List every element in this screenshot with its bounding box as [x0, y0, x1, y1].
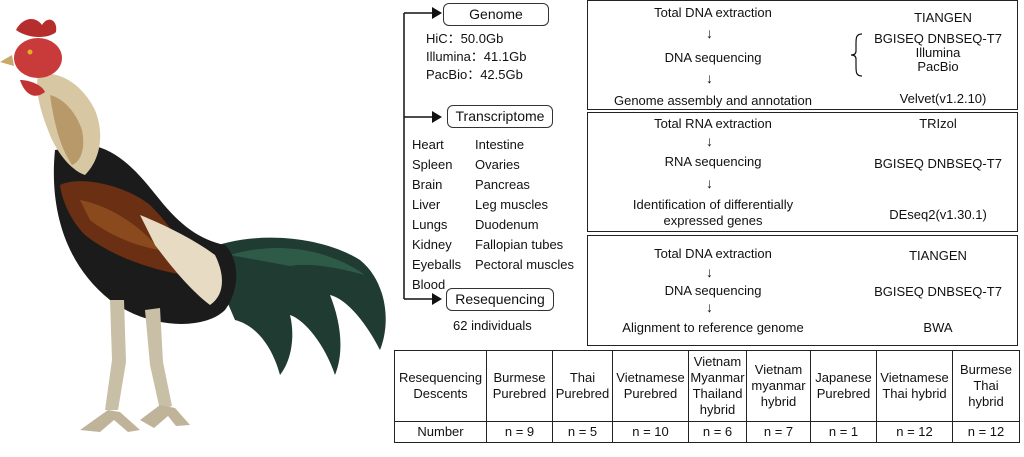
genome-pipeline-box: Total DNA extraction ↓ DNA sequencing ↓ … — [587, 0, 1018, 110]
down-arrow-icon: ↓ — [706, 264, 713, 280]
pipeline-step: RNA sequencing — [664, 154, 762, 169]
tissue-item: Duodenum — [475, 217, 539, 232]
down-arrow-icon: ↓ — [706, 25, 713, 41]
down-arrow-icon: ↓ — [706, 175, 713, 191]
down-arrow-icon: ↓ — [706, 70, 713, 86]
table-cell: n = 12 — [952, 421, 1020, 443]
tissue-item: Liver — [412, 197, 441, 212]
tissue-item: Blood — [412, 277, 446, 292]
genome-hic: HiC：50.0Gb — [426, 31, 504, 46]
pipeline-step: Alignment to reference genome — [622, 320, 804, 335]
table-header-label: Resequencing Descents — [394, 350, 487, 422]
brace-icon — [850, 33, 863, 77]
tissue-item: Fallopian tubes — [475, 237, 564, 252]
genome-data: HiC：50.0Gb Illumina：41.1Gb PacBio：42.5Gb — [426, 30, 526, 84]
pipeline-tool: TRIzol — [919, 116, 957, 131]
table-cell: n = 10 — [612, 421, 689, 443]
pipeline-tool: PacBio — [917, 59, 959, 74]
branch-connector — [403, 7, 442, 305]
tissue-item: Intestine — [475, 137, 525, 152]
down-arrow-icon: ↓ — [706, 299, 713, 315]
pipeline-tool: TIANGEN — [914, 10, 972, 25]
pipeline-step: Total DNA extraction — [654, 246, 772, 261]
table-row-label: Number — [394, 421, 487, 443]
tissue-item: Pancreas — [475, 177, 530, 192]
tissue-item: Eyeballs — [412, 257, 462, 272]
pipeline-tool: TIANGEN — [909, 248, 967, 263]
resequencing-label: Resequencing — [446, 288, 554, 311]
table-cell: n = 9 — [486, 421, 553, 443]
pipeline-tool: BGISEQ DNBSEQ-T7 — [874, 284, 1002, 299]
tissue-item: Heart — [412, 137, 444, 152]
pipeline-tool: Illumina — [915, 45, 961, 60]
tissue-item: Brain — [412, 177, 443, 192]
pipeline-tool: Velvet(v1.2.10) — [899, 91, 987, 106]
tissue-item: Ovaries — [475, 157, 520, 172]
table-row: Number n = 9 n = 5 n = 10 n = 6 n = 7 n … — [394, 421, 1020, 443]
genome-pacbio: PacBio：42.5Gb — [426, 67, 523, 82]
pipeline-step: Total DNA extraction — [654, 5, 772, 20]
tissue-list-right: Intestine Ovaries Pancreas Leg muscles D… — [475, 136, 574, 276]
genome-illumina: Illumina：41.1Gb — [426, 49, 527, 64]
table-cell: n = 6 — [688, 421, 747, 443]
tissue-item: Lungs — [412, 217, 448, 232]
tissue-item: Leg muscles — [475, 197, 548, 212]
pipeline-tool: DEseq2(v1.30.1) — [889, 207, 987, 222]
resequencing-count: 62 individuals — [453, 318, 532, 333]
transcriptome-pipeline-box: Total RNA extraction ↓ RNA sequencing ↓ … — [587, 112, 1018, 232]
tissue-list-left: Heart Spleen Brain Liver Lungs Kidney Ey… — [412, 136, 461, 296]
pipeline-step: expressed genes — [663, 213, 763, 228]
pipeline-step: Total RNA extraction — [654, 116, 772, 131]
header-label-line: Resequencing — [398, 370, 483, 385]
table-cell: n = 5 — [552, 421, 613, 443]
table-cell: n = 12 — [876, 421, 953, 443]
pipeline-step: Identification of differentially — [632, 197, 794, 212]
tissue-item: Spleen — [412, 157, 453, 172]
resequencing-pipeline-box: Total DNA extraction ↓ DNA sequencing ↓ … — [587, 235, 1018, 346]
down-arrow-icon: ↓ — [706, 133, 713, 149]
table-cell: n = 7 — [746, 421, 811, 443]
rooster-illustration — [0, 18, 386, 432]
tissue-item: Pectoral muscles — [475, 257, 574, 272]
pipeline-step: DNA sequencing — [664, 283, 762, 298]
tissue-item: Kidney — [412, 237, 452, 252]
pipeline-step: DNA sequencing — [664, 50, 762, 65]
pipeline-tool: BGISEQ DNBSEQ-T7 — [874, 31, 1002, 46]
header-label-line: Descents — [413, 386, 468, 401]
table-cell: n = 1 — [810, 421, 877, 443]
transcriptome-label: Transcriptome — [447, 105, 553, 128]
pipeline-step: Genome assembly and annotation — [613, 93, 812, 108]
pipeline-tool: BWA — [923, 320, 953, 335]
genome-label: Genome — [443, 3, 549, 26]
pipeline-tool: BGISEQ DNBSEQ-T7 — [874, 156, 1002, 171]
